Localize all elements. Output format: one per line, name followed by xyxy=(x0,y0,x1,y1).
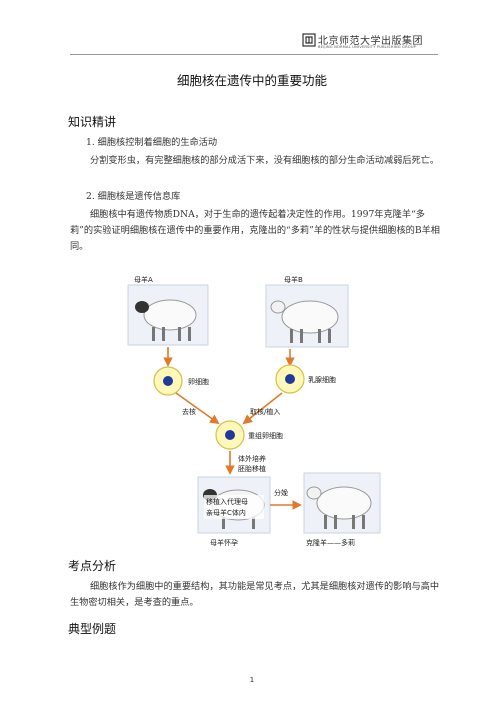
sheep-b-icon xyxy=(270,300,339,343)
label-egg-cell: 卵细胞 xyxy=(188,377,209,386)
publisher-name-en: BEIJING NORMAL UNIVERSITY PUBLISHING GRO… xyxy=(318,45,417,49)
label-culture: 体外培养 xyxy=(238,454,266,463)
label-clone: 克隆羊——多莉 xyxy=(306,538,355,547)
label-recombined-egg: 重组卵细胞 xyxy=(248,431,283,440)
publisher-name: 北京师范大学出版集团 xyxy=(318,36,423,47)
item-2-text: 细胞核中有遗传物质DNA，对于生命的遗传起着决定性的作用。1997年克隆羊“多莉… xyxy=(70,209,440,252)
cloning-diagram: 母羊A 母羊B 卵细胞 乳腺细胞 去核 取核/植入 重组卵细胞 体外培养 胚胎移… xyxy=(127,275,381,547)
page-number: 1 xyxy=(249,676,255,684)
label-pregnant: 母羊怀孕 xyxy=(210,538,238,547)
label-mammary-cell: 乳腺细胞 xyxy=(308,375,336,384)
label-transfer-1: 移植入代理母 xyxy=(206,497,248,506)
dolly-sheep-icon xyxy=(306,486,372,529)
item-2-title: 2. 细胞核是遗传信息库 xyxy=(86,191,181,202)
item-1-text: 分割变形虫，有完整细胞核的部分成活下来，没有细胞核的部分生命活动减弱后死亡。 xyxy=(90,155,440,166)
label-enucleate: 去核 xyxy=(182,407,196,416)
analysis-text: 细胞核作为细胞中的重要结构，其功能是常见考点，尤其是细胞核对遗传的影响与高中生物… xyxy=(70,581,440,608)
label-sheep-a: 母羊A xyxy=(134,275,153,284)
sheep-a-icon xyxy=(135,299,197,341)
header-divider xyxy=(70,54,438,55)
section-heading-examples: 典型例题 xyxy=(68,622,117,636)
label-embryo-transfer: 胚胎移植 xyxy=(238,464,266,473)
label-birth: 分娩 xyxy=(274,488,288,497)
label-transfer-2: 亲母羊C体内 xyxy=(206,508,246,517)
page-title: 细胞核在遗传中的重要功能 xyxy=(176,73,327,88)
label-nucleus-transfer: 取核/植入 xyxy=(250,407,280,416)
publisher-logo-icon xyxy=(302,33,316,47)
label-sheep-b: 母羊B xyxy=(284,275,303,284)
item-1-title: 1. 细胞核控制着细胞的生命活动 xyxy=(86,137,218,148)
section-heading-analysis: 考点分析 xyxy=(68,559,117,573)
section-heading-knowledge: 知识精讲 xyxy=(68,115,117,129)
